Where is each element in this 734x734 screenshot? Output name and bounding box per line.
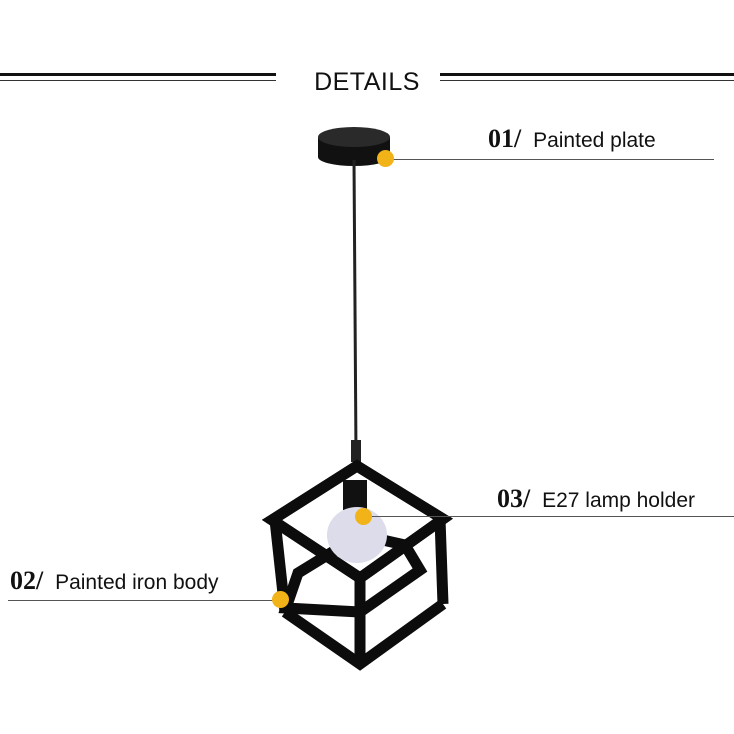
- header-rule-right: [440, 73, 734, 76]
- lamp-socket: [343, 480, 367, 510]
- callout-01: 01/ Painted plate: [488, 124, 656, 154]
- ceiling-plate: [318, 127, 390, 166]
- callout-number: 01/: [488, 124, 522, 153]
- callout-label: Painted plate: [533, 129, 656, 152]
- callout-line-03: [364, 516, 734, 517]
- header-rule-right-thin: [440, 80, 734, 81]
- callout-line-02: [8, 600, 280, 601]
- marker-dot-01: [377, 150, 394, 167]
- marker-dot-03: [355, 508, 372, 525]
- header-rule-left-thin: [0, 80, 276, 81]
- header-rule-left: [0, 73, 276, 76]
- callout-02: 02/ Painted iron body: [10, 566, 219, 596]
- callout-label: Painted iron body: [55, 571, 219, 594]
- callout-03: 03/ E27 lamp holder: [497, 484, 695, 514]
- light-bulb: [327, 507, 387, 563]
- cord-grip: [351, 440, 361, 462]
- callout-label: E27 lamp holder: [542, 489, 696, 512]
- callout-number: 03/: [497, 484, 531, 513]
- cord: [352, 159, 358, 456]
- marker-dot-02: [272, 591, 289, 608]
- page-title: DETAILS: [314, 68, 420, 96]
- callout-number: 02/: [10, 566, 44, 595]
- callout-line-01: [386, 159, 714, 160]
